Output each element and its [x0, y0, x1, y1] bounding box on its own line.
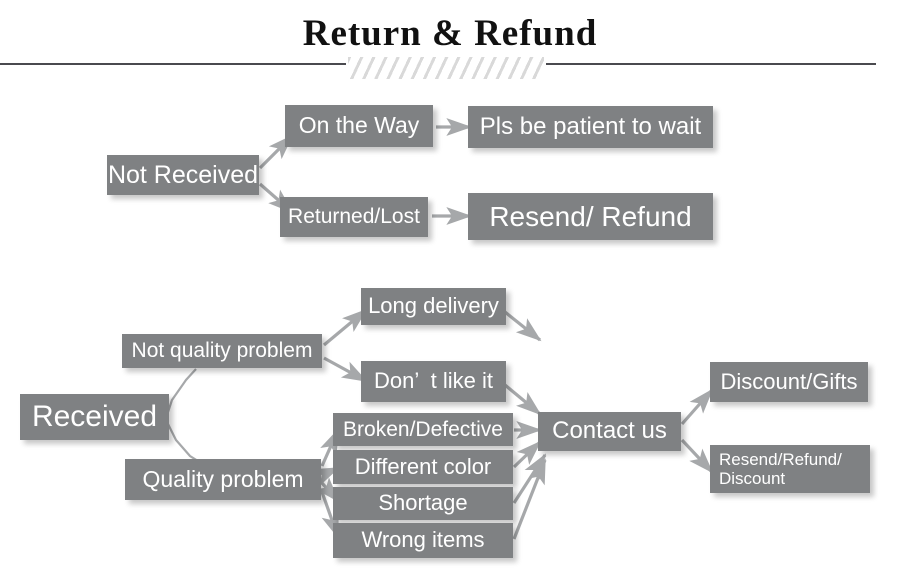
node-not-quality-problem[interactable]: Not quality problem: [122, 334, 322, 368]
node-resend-refund-discount[interactable]: Resend/Refund/ Discount: [710, 445, 870, 493]
node-shortage[interactable]: Shortage: [333, 487, 513, 520]
page-title: Return & Refund: [302, 13, 598, 54]
node-long-delivery[interactable]: Long delivery: [361, 288, 506, 325]
node-received[interactable]: Received: [20, 394, 169, 440]
divider-line-left: [0, 63, 346, 65]
node-on-the-way[interactable]: On the Way: [285, 105, 433, 147]
divider-line-right: [546, 63, 876, 65]
node-contact-us[interactable]: Contact us: [538, 412, 681, 451]
node-wrong-items[interactable]: Wrong items: [333, 523, 513, 558]
diagonal-hatch-divider-icon: [348, 57, 544, 79]
node-dont-like-it[interactable]: Don’ t like it: [361, 361, 506, 402]
node-quality-problem[interactable]: Quality problem: [125, 459, 321, 500]
node-not-received[interactable]: Not Received: [107, 155, 259, 195]
node-returned-lost[interactable]: Returned/Lost: [280, 197, 428, 237]
node-pls-be-patient-to-wait[interactable]: Pls be patient to wait: [468, 106, 713, 148]
node-different-color[interactable]: Different color: [333, 450, 513, 484]
node-broken-defective[interactable]: Broken/Defective: [333, 413, 513, 446]
node-resend-refund[interactable]: Resend/ Refund: [468, 193, 713, 240]
node-discount-gifts[interactable]: Discount/Gifts: [710, 362, 868, 402]
